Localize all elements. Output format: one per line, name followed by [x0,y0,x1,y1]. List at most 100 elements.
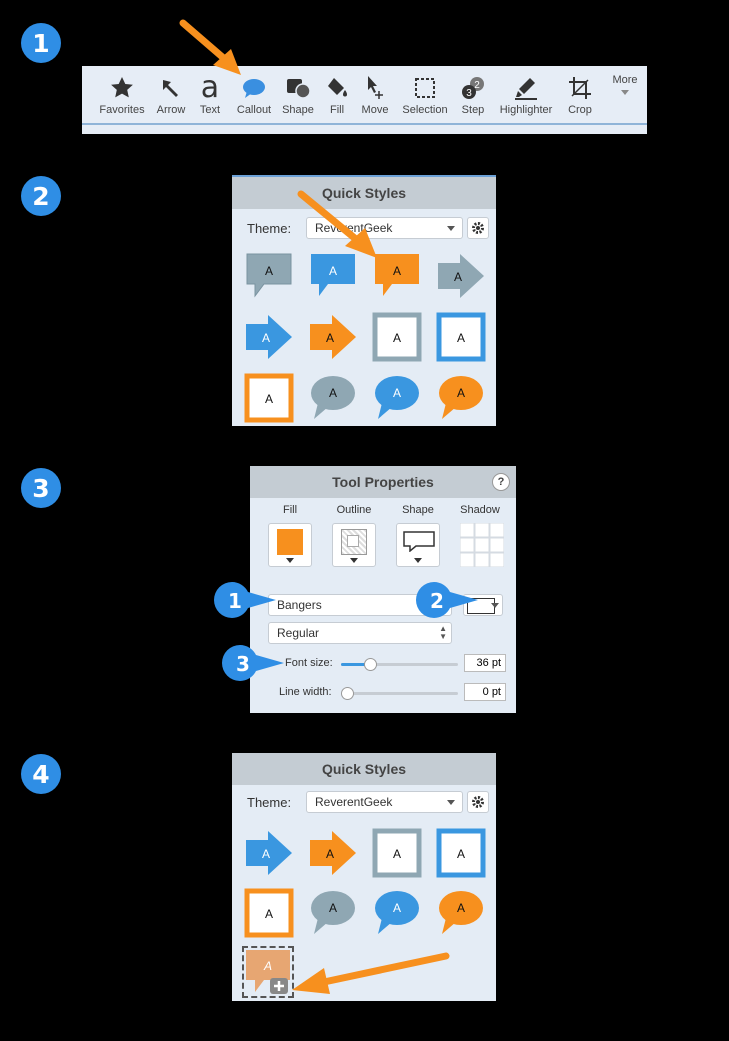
svg-text:A: A [326,331,334,345]
style-orange-box[interactable]: A [244,373,294,423]
outline-well[interactable] [332,523,376,567]
style-blue-arrow[interactable]: A [244,828,294,878]
style-blue-box[interactable]: A [436,312,486,362]
stepper-icon: ▲▼ [439,624,447,641]
theme-label: Theme: [247,795,292,810]
tool-label: Fill [329,104,345,116]
quick-styles-panel-updated: Quick Styles Theme: ReverentGeek A A A A… [232,753,496,1001]
svg-text:3: 3 [236,652,250,676]
slider-knob[interactable] [341,687,354,700]
crop-icon [562,74,598,102]
style-blue-box[interactable]: A [436,828,486,878]
line-width-input[interactable]: 0 pt [464,683,506,701]
tool-highlighter[interactable]: Highlighter [495,74,557,116]
svg-text:A: A [329,386,337,400]
style-orange-arrow[interactable]: A [308,312,358,362]
theme-label: Theme: [247,221,292,236]
arrow-icon [150,74,192,102]
chevron-down-icon [447,800,455,805]
style-blue-bubble[interactable]: A [372,888,422,938]
shadow-grid[interactable] [459,522,505,568]
style-orange-arrow[interactable]: A [308,828,358,878]
chevron-down-icon [491,603,499,608]
quick-styles-panel: Quick Styles Theme: ReverentGeek A A A A… [232,175,496,426]
font-value: Bangers [277,598,322,612]
fill-column-label: Fill [282,504,298,516]
fill-icon [322,74,352,102]
style-gray-box[interactable]: A [372,828,422,878]
svg-text:A: A [393,901,401,915]
tool-move[interactable]: Move [358,74,392,116]
fill-swatch [277,529,303,555]
style-orange-bubble[interactable]: A [436,888,486,938]
svg-text:A: A [265,264,273,278]
svg-text:A: A [393,847,401,861]
svg-text:A: A [457,331,465,345]
style-gray-box[interactable]: A [372,312,422,362]
slider-fill [341,663,371,666]
style-orange-callout[interactable]: A [372,251,422,301]
style-gray-callout[interactable]: A [244,251,294,301]
chevron-down-icon [286,558,294,563]
gear-icon[interactable] [467,217,489,239]
svg-text:A: A [326,847,334,861]
tool-favorites[interactable]: Favorites [97,74,147,116]
callout-shape-icon [403,531,435,552]
theme-select[interactable]: ReverentGeek [306,791,463,813]
chevron-down-icon [350,558,358,563]
new-style-slot[interactable]: A [242,946,294,998]
svg-text:3: 3 [466,88,472,99]
chevron-down-icon [621,90,629,95]
tool-selection[interactable]: Selection [398,74,452,116]
font-style-select[interactable]: Regular▲▼ [268,622,452,644]
toolbar: Favorites Arrow a Text Callout Shape Fil… [82,66,647,134]
svg-text:A: A [263,959,272,973]
theme-value: ReverentGeek [315,795,393,809]
pointer-arrow-callout [179,19,241,75]
panel-title: Quick Styles [232,753,496,785]
line-width-label: Line width: [279,686,332,698]
style-blue-bubble[interactable]: A [372,373,422,423]
style-gray-bubble[interactable]: A [308,373,358,423]
step-badge-3: 3 [21,468,61,508]
font-size-slider[interactable] [341,658,458,671]
star-icon [97,74,147,102]
tool-callout[interactable]: Callout [232,74,276,116]
tool-label: Step [461,104,485,116]
line-width-slider[interactable] [341,687,458,700]
style-blue-callout[interactable]: A [308,251,358,301]
svg-text:A: A [457,386,465,400]
style-gray-bubble[interactable]: A [308,888,358,938]
style-orange-bubble[interactable]: A [436,373,486,423]
tool-shape[interactable]: Shape [278,74,318,116]
tool-label: Arrow [156,104,186,116]
help-icon[interactable]: ? [492,473,510,491]
tool-label: Selection [402,104,448,116]
callout-icon [232,74,276,102]
more-button[interactable]: More [605,74,645,95]
chevron-down-icon [414,558,422,563]
font-size-input[interactable]: 36 pt [464,654,506,672]
tool-label: Move [361,104,389,116]
tool-arrow[interactable]: Arrow [150,74,192,116]
svg-text:A: A [454,270,462,284]
pointer-arrow-style [297,190,377,258]
svg-text:A: A [393,331,401,345]
style-orange-box[interactable]: A [244,888,294,938]
outline-column-label: Outline [336,504,372,516]
tool-text[interactable]: a Text [195,70,225,117]
text-icon: a [200,70,220,105]
slider-knob[interactable] [364,658,378,671]
style-gray-arrow[interactable]: A [436,251,486,301]
tool-fill[interactable]: Fill [322,74,352,116]
step-badge-1: 1 [21,23,61,63]
shape-well[interactable] [396,523,440,567]
style-blue-arrow[interactable]: A [244,312,294,362]
fill-color-well[interactable] [268,523,312,567]
tool-crop[interactable]: Crop [562,74,598,116]
svg-text:A: A [457,847,465,861]
outline-swatch [341,529,367,555]
gear-icon[interactable] [467,791,489,813]
